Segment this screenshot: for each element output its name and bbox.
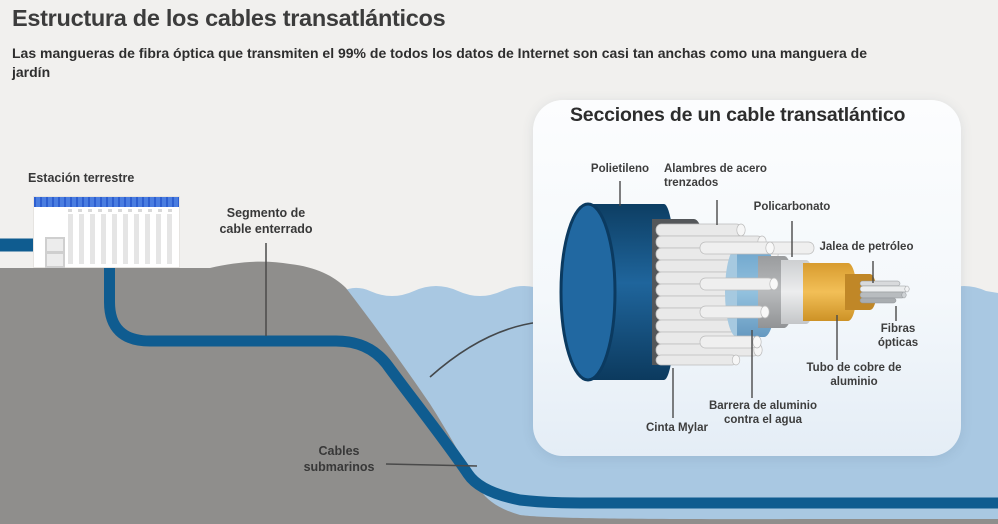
cross-section-panel-title: Secciones de un cable transatlántico <box>570 104 906 126</box>
page-subtitle: Las mangueras de fibra óptica que transm… <box>12 45 867 80</box>
steel-wires-label: Alambres de acero trenzados <box>664 163 767 190</box>
ground-shape <box>0 261 998 524</box>
polycarbonate-label: Policarbonato <box>753 201 831 213</box>
page-title: Estructura de los cables transatlánticos <box>12 5 446 31</box>
polyethylene-label: Polietileno <box>590 163 650 175</box>
station-roof <box>34 197 179 207</box>
station-door <box>45 237 65 268</box>
land-station-building <box>33 196 180 268</box>
mylar-tape-label: Cinta Mylar <box>646 422 708 434</box>
submarine-cables-pointer-line <box>385 463 478 467</box>
buried-cable-segment-label: Segmento de cable enterrado <box>219 206 313 236</box>
submarine-cables-label: Cables submarinos <box>303 444 375 474</box>
copper-tube-label: Tubo de cobre de aluminio <box>806 362 902 389</box>
water-barrier-label: Barrera de aluminio contra el agua <box>708 400 817 427</box>
station-racks <box>68 214 174 264</box>
land-station-label: Estación terrestre <box>28 171 135 185</box>
station-vents <box>68 209 174 212</box>
cable-to-panel-leader-line <box>429 321 541 378</box>
submarine-cable-path <box>104 266 998 509</box>
petroleum-jelly-label: Jalea de petróleo <box>819 241 914 253</box>
optical-fibers-label: Fibras ópticas <box>877 323 919 350</box>
